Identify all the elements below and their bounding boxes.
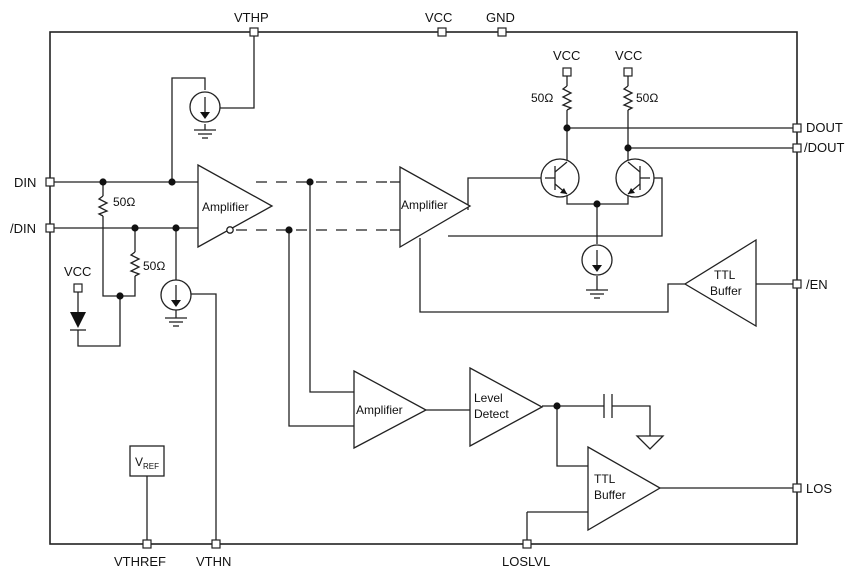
output-amplifier-label: Amplifier [401,198,448,212]
diode [70,312,86,331]
current-source-output [581,244,613,299]
ground-symbol [635,435,665,450]
vref-block: VREF [129,445,165,477]
output-amplifier: Amplifier [399,165,472,249]
resistor-in1-label: 50Ω [113,195,135,209]
resistor-in1: 50Ω [97,195,135,217]
transistor-left [540,158,580,198]
ttl-buffer-en-label-2: Buffer [710,284,742,298]
pin-loslvl-label: LOSLVL [502,554,550,569]
los-amplifier: Amplifier [353,369,428,450]
junctions [99,124,632,410]
resistor-out1: 50Ω [531,85,573,111]
input-amplifier-label: Amplifier [202,200,249,214]
ttl-buffer-los-label-2: Buffer [594,488,626,502]
current-source-vthn [160,279,192,327]
pin-nen-label: /EN [806,277,828,292]
pin-dout-label: DOUT [806,120,843,135]
resistor-in2: 50Ω [129,251,165,277]
pin-vthp-label: VTHP [234,10,269,25]
pin-vthn-label: VTHN [196,554,231,569]
ttl-buffer-los-label-1: TTL [594,472,616,486]
level-detect: Level Detect [469,366,544,448]
ttl-buffer-los: TTL Buffer [587,445,662,532]
current-source-vthp [189,91,221,139]
pin-gnd-label: GND [486,10,515,25]
pin-vthref-label: VTHREF [114,554,166,569]
resistor-out2-label: 50Ω [636,91,658,105]
pins [45,27,802,549]
vcc-left-label: VCC [64,264,91,279]
level-detect-label-1: Level [474,391,503,405]
transistor-right [615,158,655,198]
pin-ndin-label: /DIN [10,221,36,236]
pin-ndout-label: /DOUT [804,140,845,155]
resistor-in2-label: 50Ω [143,259,165,273]
level-detect-label-2: Detect [474,407,509,421]
resistor-out1-label: 50Ω [531,91,553,105]
ttl-buffer-en-label-1: TTL [714,268,736,282]
capacitor [603,394,613,418]
vref-label: VREF [135,455,159,471]
resistor-out2: 50Ω [622,85,658,111]
los-amplifier-label: Amplifier [356,403,403,417]
vcc-out2-label: VCC [615,48,642,63]
wiring [52,32,797,542]
input-amplifier: Amplifier [197,163,274,249]
vcc-out1-label: VCC [553,48,580,63]
pin-din-label: DIN [14,175,36,190]
ttl-buffer-en: TTL Buffer [683,238,757,328]
pin-los-label: LOS [806,481,832,496]
pin-vcc-label: VCC [425,10,452,25]
